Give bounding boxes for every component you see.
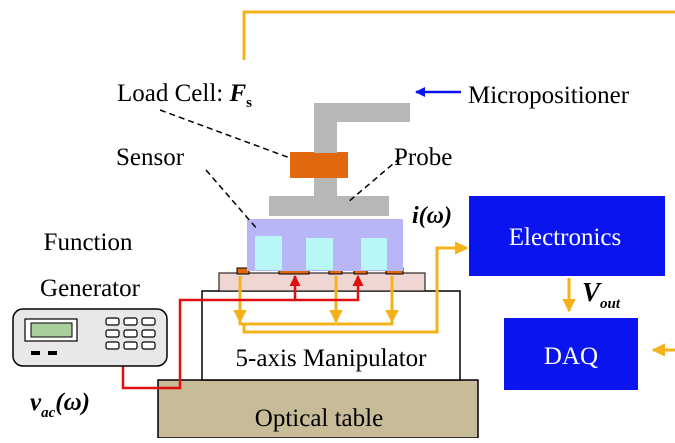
function-label: Function xyxy=(44,229,133,256)
sensor-electrode xyxy=(361,238,387,270)
micropositioner-arm xyxy=(314,103,410,122)
load-cell-label: Load Cell: Fs xyxy=(117,80,252,111)
signal-to-electronics xyxy=(242,241,469,334)
load-cell-pointer xyxy=(159,109,291,159)
top-signal-wire xyxy=(242,10,675,60)
current-label: i(ω) xyxy=(412,203,452,229)
electronics-box xyxy=(469,196,665,276)
optical-table xyxy=(157,379,479,439)
electronics-label: Electronics xyxy=(509,224,621,251)
sensor-electrode xyxy=(306,238,333,270)
sensor-label: Sensor xyxy=(116,144,185,171)
optical-table-label: Optical table xyxy=(255,405,383,432)
vout-label: Vout xyxy=(582,277,621,312)
sensor-electrode xyxy=(255,236,282,270)
generator-label: Generator xyxy=(40,275,141,302)
display-screen-icon xyxy=(30,322,73,338)
manipulator-block xyxy=(201,290,461,381)
function-generator xyxy=(12,308,168,367)
micropositioner-label: Micropositioner xyxy=(468,82,630,109)
excitation-wire xyxy=(295,274,364,302)
substrate xyxy=(218,272,426,292)
probe-pointer xyxy=(346,157,401,204)
excitation-wire xyxy=(121,274,301,390)
keypad-icon xyxy=(105,317,156,350)
load-cell xyxy=(290,152,348,178)
probe-plate xyxy=(269,196,389,216)
daq-box xyxy=(504,318,638,390)
probe-label: Probe xyxy=(394,144,452,171)
daq-label: DAQ xyxy=(544,343,598,370)
manipulator-label: 5-axis Manipulator xyxy=(236,345,428,372)
sensor-pointer xyxy=(205,169,259,231)
vac-label: vac(ω) xyxy=(30,389,90,421)
probe-stem-lower xyxy=(314,178,337,198)
probe-stem-upper xyxy=(314,120,337,153)
